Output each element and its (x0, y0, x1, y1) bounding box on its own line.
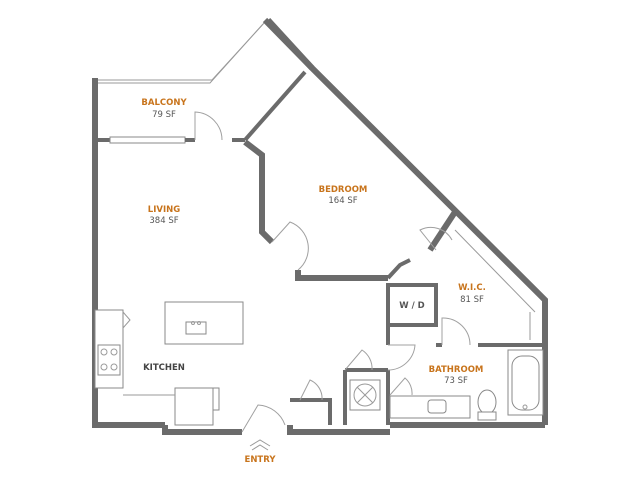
bedroom-label: BEDROOM (319, 185, 368, 195)
exterior-walls (92, 17, 548, 435)
balcony-label: BALCONY (141, 98, 187, 108)
wd-label: W / D (399, 301, 424, 311)
bathroom-label: BATHROOM (429, 365, 484, 375)
refrigerator (174, 387, 214, 426)
island-sink (185, 321, 207, 335)
bedroom-area: 164 SF (328, 196, 357, 206)
laundry-fixture (349, 379, 381, 411)
cooktop (97, 344, 121, 376)
door-swings (194, 111, 471, 433)
living-label: LIVING (148, 205, 180, 215)
wic-label: W.I.C. (458, 283, 486, 293)
balcony-window (109, 136, 186, 144)
balcony-area: 79 SF (152, 110, 176, 120)
bathroom-fixtures (389, 349, 544, 421)
kitchen-label: KITCHEN (143, 363, 185, 373)
kitchen-fixtures (94, 301, 244, 426)
interior-walls (95, 70, 545, 425)
entry-label: ENTRY (245, 455, 277, 465)
entry-marker (249, 439, 271, 451)
toilet (477, 389, 497, 415)
living-area: 384 SF (149, 216, 178, 226)
bathroom-area: 73 SF (444, 376, 468, 386)
bathroom-sink (427, 399, 447, 414)
wic-area: 81 SF (460, 295, 484, 305)
wic-shelving (454, 229, 536, 340)
